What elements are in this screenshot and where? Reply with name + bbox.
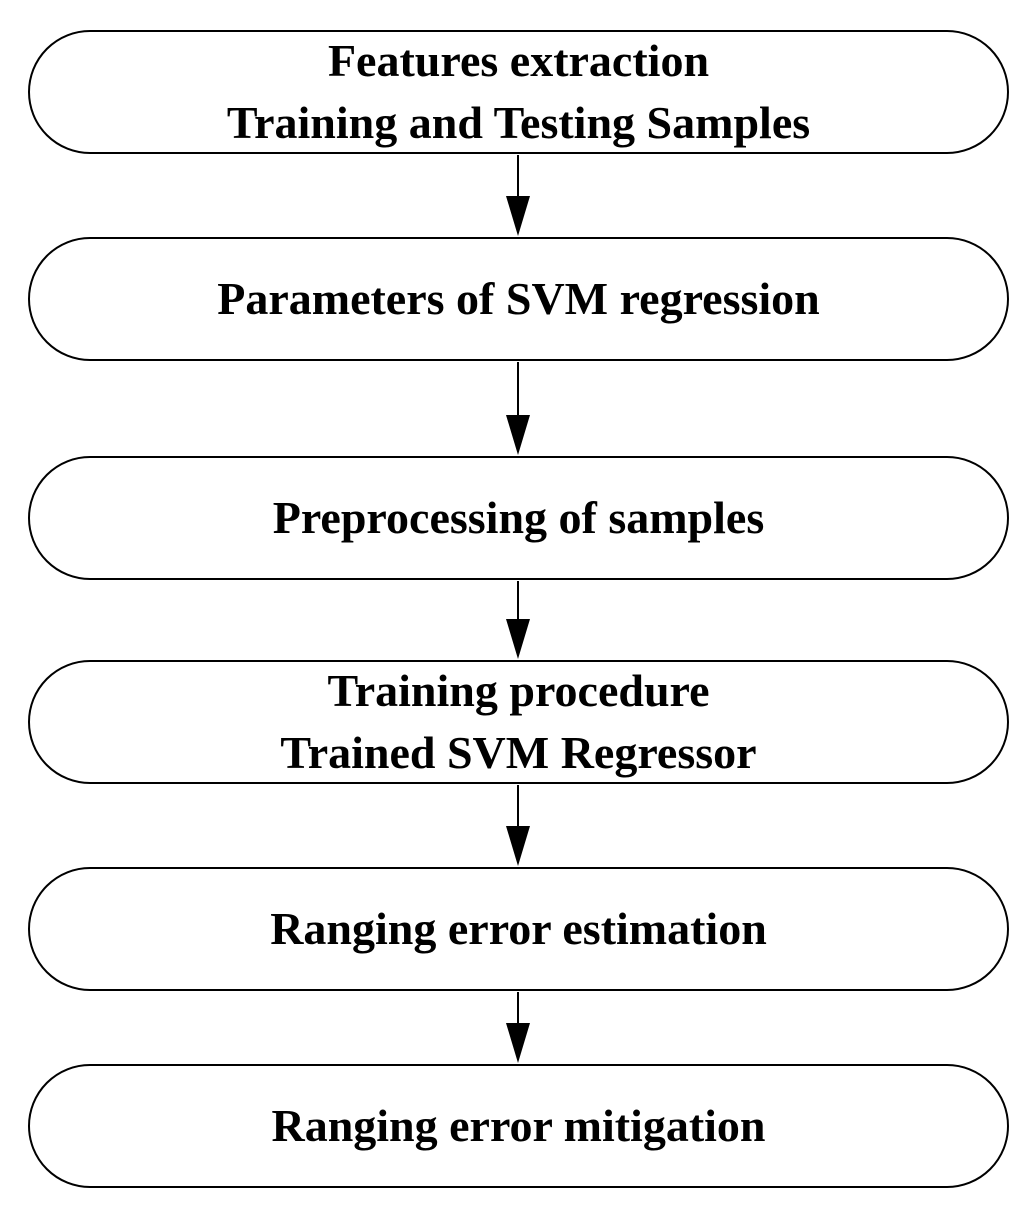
arrow-4-to-5	[506, 785, 530, 866]
arrow-1-to-2	[506, 155, 530, 236]
arrow-3-to-4	[506, 581, 530, 659]
step-error-mitigation: Ranging error mitigation	[28, 1064, 1009, 1188]
step-features-extraction: Features extraction Training and Testing…	[28, 30, 1009, 154]
arrow-2-to-3	[506, 362, 530, 455]
step-error-estimation: Ranging error estimation	[28, 867, 1009, 991]
arrow-5-to-6	[506, 992, 530, 1063]
step-5-line-1: Ranging error estimation	[270, 903, 767, 954]
step-4-line-1: Training procedure	[327, 665, 710, 716]
step-6-line-1: Ranging error mitigation	[271, 1100, 766, 1151]
step-4-line-2: Trained SVM Regressor	[280, 727, 757, 778]
step-svm-parameters: Parameters of SVM regression	[28, 237, 1009, 361]
step-training-procedure: Training procedure Trained SVM Regressor	[28, 660, 1009, 784]
step-2-line-1: Parameters of SVM regression	[217, 273, 820, 324]
step-3-line-1: Preprocessing of samples	[272, 492, 765, 543]
step-preprocessing: Preprocessing of samples	[28, 456, 1009, 580]
step-1-line-1: Features extraction	[327, 35, 710, 86]
step-1-line-2: Training and Testing Samples	[226, 97, 811, 148]
